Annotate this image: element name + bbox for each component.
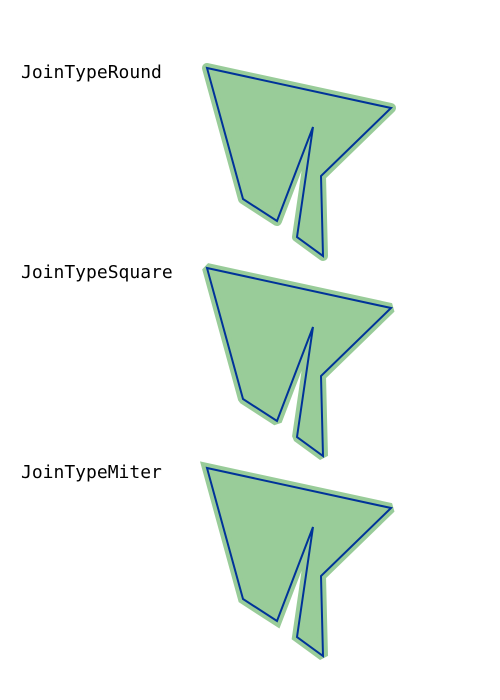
label-join-type-square: JoinTypeSquare	[21, 262, 173, 283]
example-miter	[199, 461, 395, 661]
outline-polygon-round	[205, 66, 394, 259]
label-join-type-miter: JoinTypeMiter	[21, 462, 162, 483]
example-square	[202, 263, 395, 461]
outline-polygon-miter	[205, 466, 394, 659]
outline-polygon-square	[205, 266, 394, 459]
example-round	[202, 63, 396, 261]
label-join-type-round: JoinTypeRound	[21, 62, 162, 83]
